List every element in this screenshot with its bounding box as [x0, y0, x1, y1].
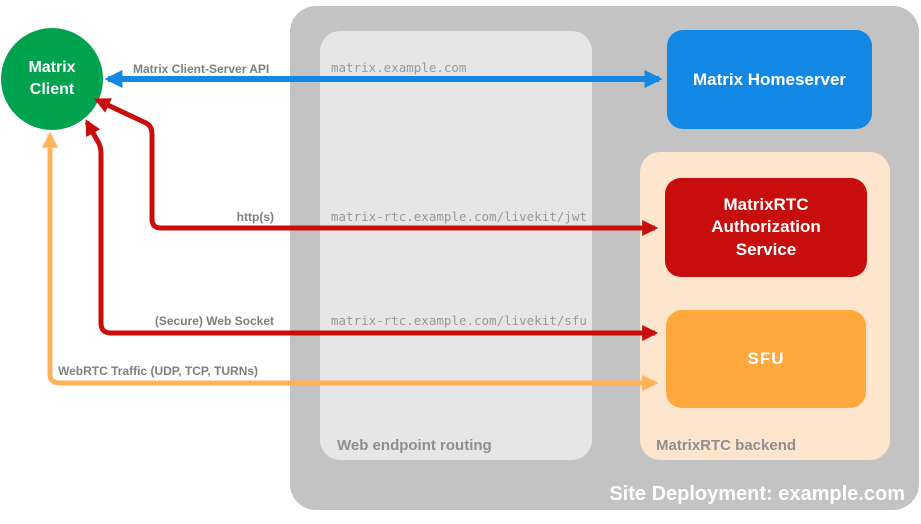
edge-label-client-server-api: Matrix Client-Server API	[133, 62, 270, 76]
site-deployment-caption: Site Deployment: example.com	[609, 483, 905, 505]
endpoint-url-livekit-sfu: matrix-rtc.example.com/livekit/sfu	[331, 313, 587, 328]
node-matrix-client: Matrix Client	[1, 28, 103, 130]
edge-label-webrtc-traffic: WebRTC Traffic (UDP, TCP, TURNs)	[58, 364, 259, 378]
endpoint-url-homeserver: matrix.example.com	[331, 60, 467, 75]
node-sfu: SFU	[666, 310, 866, 408]
matrix-homeserver-label: Matrix Homeserver	[692, 69, 847, 89]
node-matrixrtc-authorization-service: MatrixRTC Authorization Service	[665, 178, 867, 277]
endpoint-url-livekit-jwt: matrix-rtc.example.com/livekit/jwt	[331, 209, 587, 224]
sfu-label: SFU	[747, 349, 785, 368]
matrix-client-label: Matrix Client	[28, 59, 76, 98]
matrixrtc-backend-label: MatrixRTC backend	[656, 437, 797, 454]
auth-service-label: MatrixRTC Authorization Service	[711, 195, 821, 259]
node-matrix-homeserver: Matrix Homeserver	[667, 30, 872, 129]
edge-label-secure-web-socket: (Secure) Web Socket	[154, 314, 274, 328]
web-endpoint-routing-label: Web endpoint routing	[337, 437, 492, 454]
edge-label-https: http(s)	[236, 210, 274, 224]
web-endpoint-routing-box	[320, 31, 592, 460]
